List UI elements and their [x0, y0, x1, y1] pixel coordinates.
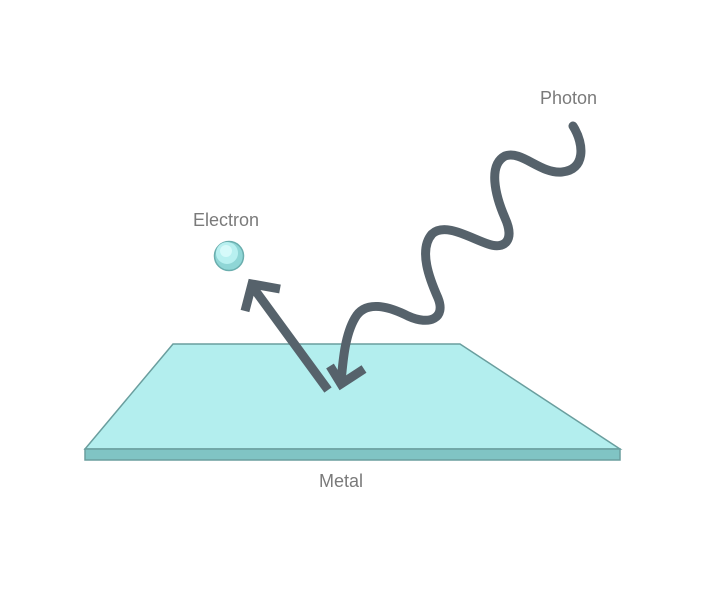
- metal-plate-top: [83, 343, 623, 450]
- metal-plate: [83, 343, 623, 461]
- metal-plate-edge: [84, 448, 621, 461]
- electron-arrowhead: [240, 278, 281, 313]
- electron-arrow-shaft: [248, 283, 332, 393]
- photon-label: Photon: [540, 88, 598, 108]
- metal-label: Metal: [319, 471, 364, 491]
- electron: [213, 240, 245, 272]
- photon-wave: [336, 121, 586, 387]
- photon-arrowhead: [326, 363, 367, 391]
- electron-label: Electron: [193, 210, 260, 230]
